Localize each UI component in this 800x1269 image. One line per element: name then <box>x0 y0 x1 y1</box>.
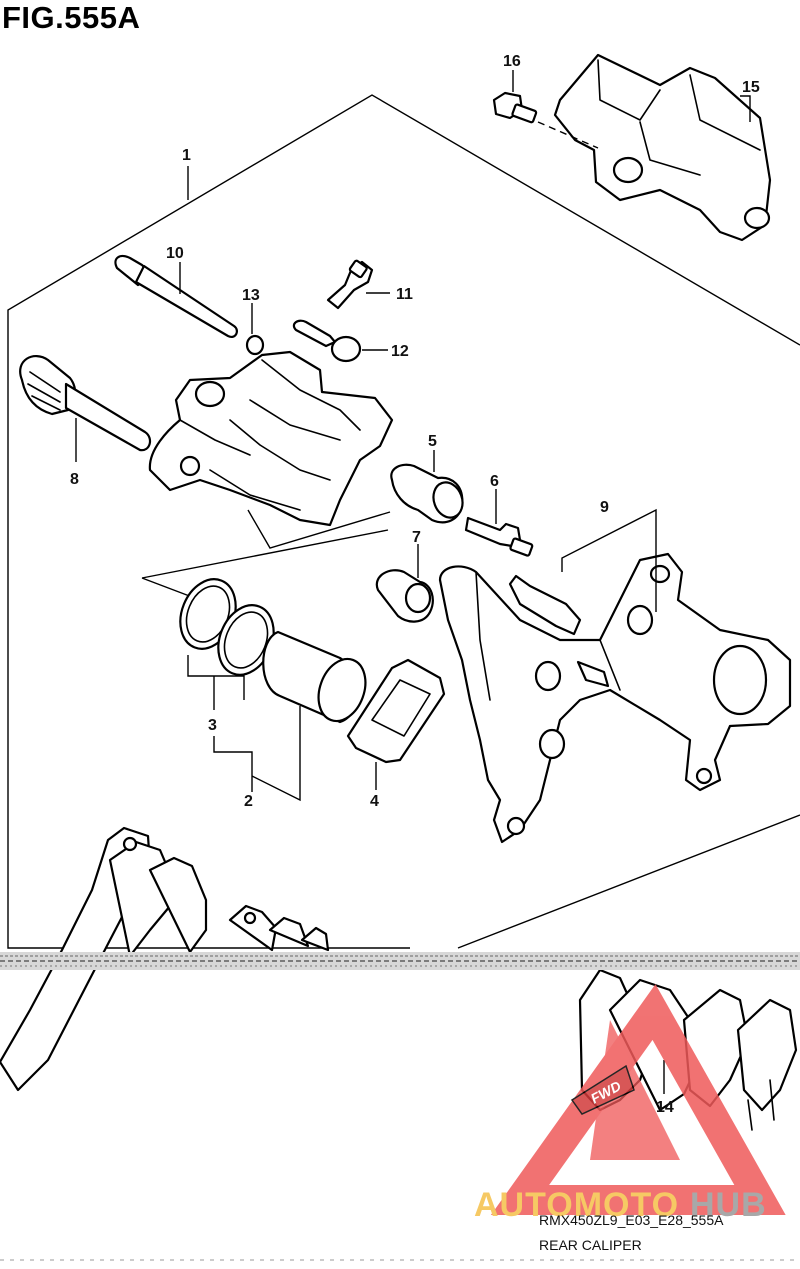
seal-guide-line <box>141 529 389 579</box>
callout-10: 10 <box>166 245 184 262</box>
watermark-triangle-inner <box>590 1020 680 1160</box>
figure-title: FIG.555A <box>2 0 141 35</box>
piston-seal-part <box>179 578 275 676</box>
callout-7: 7 <box>412 529 421 546</box>
callout-11: 11 <box>396 286 413 303</box>
callout-9: 9 <box>600 499 609 516</box>
callout-3: 3 <box>208 717 217 734</box>
leader-2a <box>213 736 253 792</box>
watermark-brand-part2: HUB <box>690 1186 767 1224</box>
leader-3a <box>187 655 245 700</box>
assembly-name-label: REAR CALIPER <box>539 1237 642 1253</box>
caliper-body-part <box>148 350 394 527</box>
callout-2: 2 <box>244 793 253 810</box>
o-ring-part <box>245 334 265 356</box>
caliper-holder-part <box>438 552 792 844</box>
callout-16: 16 <box>503 53 521 70</box>
leader-2b <box>251 706 301 802</box>
dust-boot-part <box>390 463 464 524</box>
watermark-brand-part1: AUTOMOTO <box>474 1186 679 1224</box>
assembly-outline-right <box>457 814 800 949</box>
bleeder-valve-part <box>326 259 374 310</box>
leader-9 <box>561 508 657 612</box>
caliper-piston-part <box>262 630 367 724</box>
callout-5: 5 <box>428 433 437 450</box>
pad-spring-part <box>346 658 446 764</box>
callout-8: 8 <box>70 471 79 488</box>
caliper-bracket-part <box>553 53 772 242</box>
callout-15: 15 <box>742 79 760 96</box>
callout-6: 6 <box>490 473 499 490</box>
callout-1: 1 <box>182 147 191 164</box>
large-slide-pin-part <box>19 354 152 452</box>
callout-12: 12 <box>391 343 409 360</box>
pin-boot-part <box>375 569 434 623</box>
callout-4: 4 <box>370 793 379 810</box>
assembly-outline <box>7 94 800 949</box>
model-code-label: RMX450ZL9_E03_E28_555A <box>539 1212 724 1228</box>
fwd-arrow-icon <box>570 1064 635 1115</box>
watermark-logo: FWD AUTOMOTO HUB <box>474 984 786 1224</box>
mounting-bolt-part <box>492 91 599 149</box>
callout-13: 13 <box>242 287 260 304</box>
callout-14: 14 <box>656 1099 674 1116</box>
slide-pin-part <box>114 254 238 338</box>
bleeder-cap-part <box>292 319 362 363</box>
caliper-bolt-part <box>464 516 534 557</box>
leader-15 <box>740 95 751 122</box>
caliper-guide-line <box>247 509 391 549</box>
